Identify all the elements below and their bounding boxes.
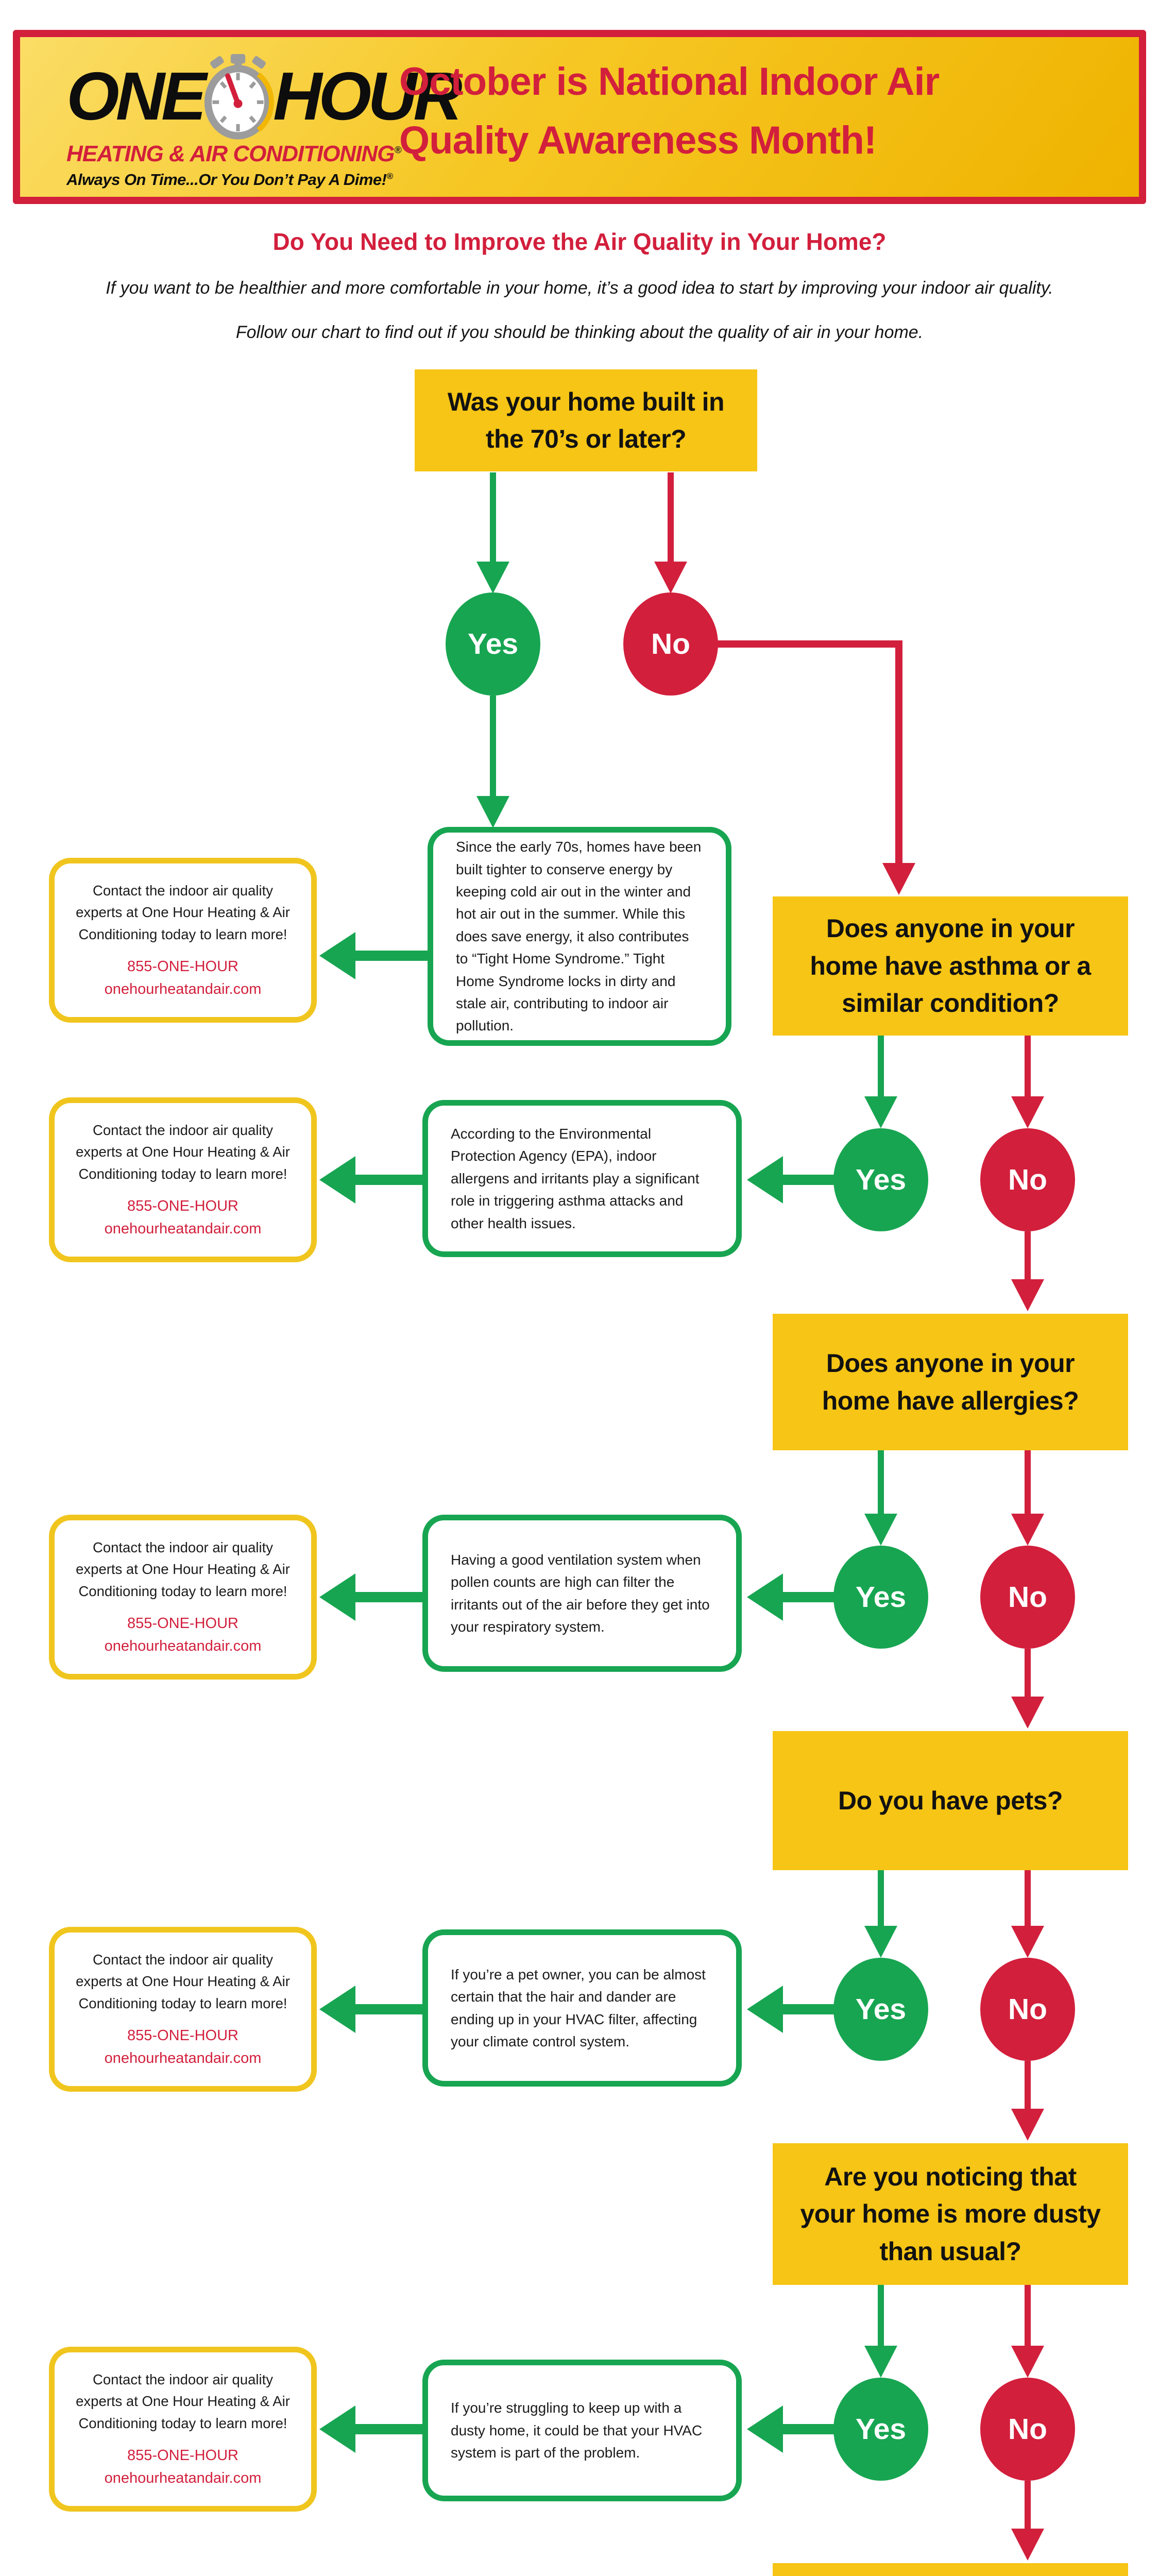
no-circle-5: No <box>980 2378 1075 2481</box>
logo-tagline: Always On Time...Or You Don’t Pay A Dime… <box>66 170 393 189</box>
company-logo: ONE <box>66 53 463 189</box>
arrow-q4-yes-head <box>864 1926 897 1958</box>
yes-circle-3: Yes <box>833 1546 928 1649</box>
explanation-box-1: Since the early 70s, homes have been bui… <box>428 827 731 1046</box>
question-box-3: Does anyone in your home have allergies? <box>773 1314 1128 1450</box>
no-circle-2: No <box>980 1128 1075 1231</box>
intro-paragraph-2: Follow our chart to find out if you shou… <box>235 323 924 342</box>
contact-phone[interactable]: 855-ONE-HOUR <box>127 2027 238 2044</box>
contact-phone[interactable]: 855-ONE-HOUR <box>127 1615 238 1632</box>
yes-circle-1: Yes <box>446 592 540 696</box>
logo-word-hour: HOUR <box>273 58 463 134</box>
arrow-yes3-left-head <box>747 1573 783 1621</box>
contact-message: Contact the indoor air quality experts a… <box>76 1539 290 1599</box>
logo-wordmark: ONE <box>66 53 463 140</box>
arrow-q5-yes-head <box>864 2346 897 2378</box>
arrow-yes1-to-note-head <box>476 796 509 828</box>
arrow-q3-no-head <box>1011 1514 1044 1546</box>
arrow-q4-no-head <box>1011 1926 1044 1958</box>
registered-mark-icon: ® <box>394 145 401 156</box>
arrow-note5-contact-head <box>319 2405 355 2453</box>
arrow-note4-contact-head <box>319 1986 355 2033</box>
arrow-q3-yes-head <box>864 1514 897 1546</box>
arrow-no1-elbow-head <box>882 863 915 895</box>
logo-word-one: ONE <box>66 58 207 134</box>
page-title: October is National Indoor Air Quality A… <box>399 60 940 162</box>
contact-website[interactable]: onehourheatandair.com <box>104 2049 262 2066</box>
intro-paragraph-1: If you want to be healthier and more com… <box>106 278 1053 298</box>
explanation-box-2: According to the Environmental Protectio… <box>422 1100 742 1257</box>
arrow-yes5-left-head <box>747 2405 783 2453</box>
arrow-yes4-left-head <box>747 1986 783 2033</box>
contact-website[interactable]: onehourheatandair.com <box>104 980 262 997</box>
header-banner: ONE <box>13 30 1146 204</box>
contact-phone[interactable]: 855-ONE-HOUR <box>127 1198 238 1215</box>
contact-message: Contact the indoor air quality experts a… <box>76 882 290 942</box>
no-circle-3: No <box>980 1546 1075 1649</box>
contact-website[interactable]: onehourheatandair.com <box>104 1220 262 1237</box>
contact-box-1: Contact the indoor air quality experts a… <box>49 858 317 1023</box>
contact-message: Contact the indoor air quality experts a… <box>76 2371 290 2431</box>
contact-website[interactable]: onehourheatandair.com <box>104 1637 262 1654</box>
arrow-q1-no-head <box>654 562 687 594</box>
question-box-6: Do you change your air filters regularly… <box>773 2563 1128 2576</box>
arrow-q2-no-head <box>1011 1096 1044 1128</box>
arrow-note1-contact-head <box>319 932 355 979</box>
arrow-note3-contact-head <box>319 1573 355 1621</box>
registered-mark-icon: ® <box>386 171 393 181</box>
question-box-2: Does anyone in your home have asthma or … <box>773 896 1128 1036</box>
contact-message: Contact the indoor air quality experts a… <box>76 1122 290 1182</box>
arrow-no2-down-head <box>1011 1279 1044 1311</box>
arrow-no4-down-head <box>1011 2109 1044 2141</box>
intro-heading: Do You Need to Improve the Air Quality i… <box>272 228 887 255</box>
arrow-no5-down-head <box>1011 2529 1044 2561</box>
contact-box-3: Contact the indoor air quality experts a… <box>49 1515 317 1680</box>
contact-phone[interactable]: 855-ONE-HOUR <box>127 958 238 975</box>
yes-circle-5: Yes <box>833 2378 928 2481</box>
contact-box-2: Contact the indoor air quality experts a… <box>49 1097 317 1262</box>
arrow-q5-no-head <box>1011 2346 1044 2378</box>
contact-message: Contact the indoor air quality experts a… <box>76 1951 290 2011</box>
yes-circle-2: Yes <box>833 1128 928 1231</box>
logo-subtitle: HEATING & AIR CONDITIONING® <box>66 141 401 166</box>
stopwatch-icon <box>204 54 274 140</box>
explanation-box-5: If you’re struggling to keep up with a d… <box>422 2360 742 2501</box>
no-circle-4: No <box>980 1958 1075 2061</box>
no-circle-1: No <box>623 592 718 696</box>
question-box-4: Do you have pets? <box>773 1731 1128 1870</box>
arrow-note2-contact-head <box>319 1156 355 1204</box>
yes-circle-4: Yes <box>833 1958 928 2061</box>
explanation-box-3: Having a good ventilation system when po… <box>422 1515 742 1672</box>
contact-box-4: Contact the indoor air quality experts a… <box>49 1927 317 2092</box>
arrow-q1-yes-head <box>476 562 509 594</box>
connector-no1-elbow <box>717 640 902 863</box>
arrow-yes2-left-head <box>747 1156 783 1204</box>
arrow-no3-down-head <box>1011 1697 1044 1728</box>
explanation-box-4: If you’re a pet owner, you can be almost… <box>422 1929 742 2087</box>
question-box-5: Are you noticing that your home is more … <box>773 2143 1128 2285</box>
question-box-1: Was your home built in the 70’s or later… <box>415 369 757 471</box>
arrow-q2-yes-head <box>864 1096 897 1128</box>
contact-box-5: Contact the indoor air quality experts a… <box>49 2347 317 2512</box>
contact-phone[interactable]: 855-ONE-HOUR <box>127 2447 238 2464</box>
contact-website[interactable]: onehourheatandair.com <box>104 2469 262 2486</box>
